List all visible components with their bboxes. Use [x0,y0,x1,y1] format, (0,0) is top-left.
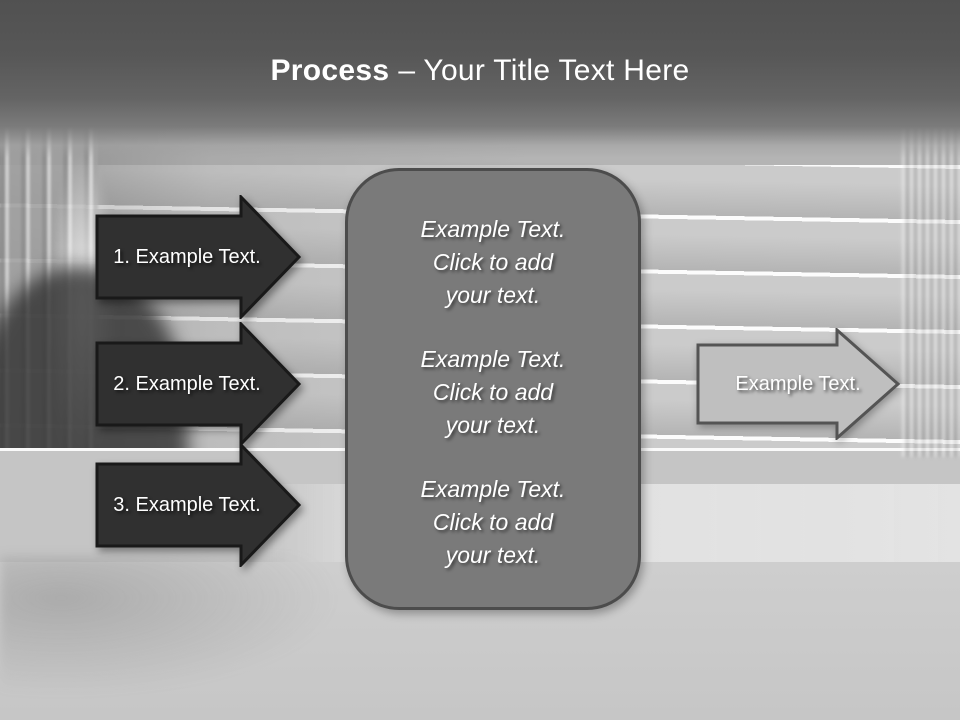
placeholder-line: Example Text. [420,216,566,242]
process-step-1-label: 1. Example Text. [113,245,261,268]
placeholder-paragraph: Example Text. Click to add your text. [348,343,638,442]
right-arrow-shape-icon [95,195,301,319]
slide-title[interactable]: Process– Your Title Text Here [0,54,960,88]
placeholder-line: Click to add [432,509,554,535]
placeholder-line: Click to add [432,379,554,405]
result-arrow-label: Example Text. [735,372,861,395]
process-step-2-arrow[interactable]: 2. Example Text. [95,322,301,446]
placeholder-paragraph: Example Text. Click to add your text. [348,473,638,572]
placeholder-line: your text. [445,542,541,568]
slide-title-subtitle: – Your Title Text Here [398,54,690,87]
right-arrow-shape-icon [95,443,301,567]
background-right-wall-streaks [902,122,960,457]
placeholder-line: Example Text. [420,346,566,372]
result-arrow[interactable]: Example Text. [696,328,900,440]
right-arrow-shape-icon [95,322,301,446]
placeholder-paragraph: Example Text. Click to add your text. [348,213,638,312]
process-step-1-arrow[interactable]: 1. Example Text. [95,195,301,319]
placeholder-line: Example Text. [420,476,566,502]
process-step-3-arrow[interactable]: 3. Example Text. [95,443,301,567]
background-floor-shadow [0,556,340,696]
placeholder-line: Click to add [432,249,554,275]
right-arrow-shape-icon [696,328,900,440]
center-text-placeholder-box[interactable]: Example Text. Click to add your text. Ex… [345,168,641,610]
header-band [0,0,960,158]
placeholder-line: your text. [445,282,541,308]
process-step-3-label: 3. Example Text. [113,493,261,516]
process-step-2-label: 2. Example Text. [113,372,261,395]
placeholder-line: your text. [445,412,541,438]
slide-title-keyword: Process [270,54,390,87]
